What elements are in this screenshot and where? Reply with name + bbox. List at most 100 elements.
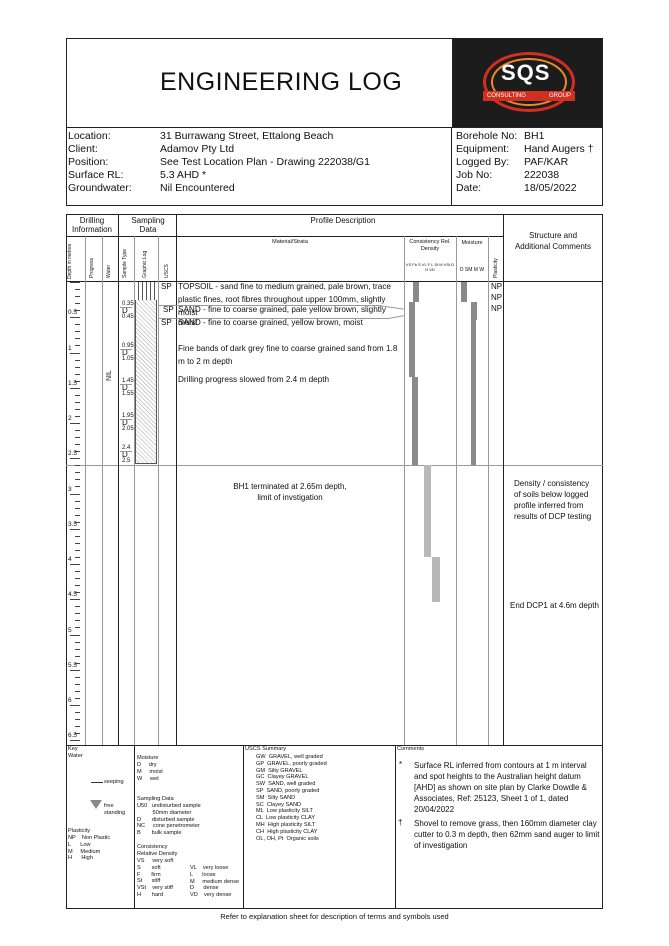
sample-type: D bbox=[122, 418, 128, 428]
depth-tick bbox=[75, 683, 80, 685]
depth-tick bbox=[75, 380, 80, 382]
plasticity-value: NP bbox=[491, 293, 503, 302]
header-box bbox=[66, 38, 603, 206]
depth-label: 1.5 bbox=[68, 379, 78, 387]
sample-type: D bbox=[122, 383, 128, 393]
comment-1-mark: * bbox=[399, 760, 403, 769]
depth-tick bbox=[70, 669, 80, 671]
dcp-bar bbox=[424, 465, 431, 557]
cons-codes: VS Fb S VL F L St M VSt D H VD bbox=[405, 262, 455, 272]
info-right-label: Equipment: bbox=[456, 143, 510, 155]
depth-tick bbox=[75, 486, 80, 488]
depth-tick bbox=[75, 373, 80, 375]
depth-tick bbox=[70, 599, 80, 601]
info-right-value: BH1 bbox=[524, 130, 545, 142]
depth-tick bbox=[75, 697, 80, 699]
key-free: free bbox=[104, 803, 114, 809]
depth-tick bbox=[75, 401, 80, 403]
strata-description: SAND - fine to coarse grained, yellow br… bbox=[178, 318, 363, 327]
depth-label: 2 bbox=[68, 415, 72, 422]
depth-tick bbox=[75, 571, 80, 573]
key-comments-title: Comments bbox=[397, 746, 425, 752]
info-right-label: Borehole No: bbox=[456, 130, 518, 142]
col-graphic: Graphic Log bbox=[142, 250, 148, 278]
depth-tick bbox=[70, 493, 80, 495]
depth-tick bbox=[75, 648, 80, 650]
standing-water-icon bbox=[90, 800, 102, 809]
depth-tick bbox=[75, 521, 80, 523]
depth-tick bbox=[75, 444, 80, 446]
plasticity-value: NP bbox=[491, 304, 503, 313]
logo-left: CONSULTING bbox=[487, 93, 526, 99]
depth-tick bbox=[75, 641, 80, 643]
sample-bottom: 0.45 bbox=[122, 313, 134, 320]
sample-top: 0.35 bbox=[122, 300, 134, 307]
depth-tick bbox=[75, 592, 80, 594]
depth-tick bbox=[75, 451, 80, 453]
col-structure: Structure and Additional Comments bbox=[514, 231, 592, 251]
depth-tick bbox=[75, 655, 80, 657]
depth-tick bbox=[75, 507, 80, 509]
depth-tick bbox=[75, 408, 80, 410]
col-material: Material/Strata bbox=[272, 239, 308, 245]
sample-type: D bbox=[122, 347, 128, 357]
depth-tick bbox=[75, 465, 80, 467]
depth-tick bbox=[75, 690, 80, 692]
depth-tick bbox=[75, 578, 80, 580]
depth-tick bbox=[75, 345, 80, 347]
depth-tick bbox=[75, 585, 80, 587]
depth-label: 5.5 bbox=[68, 661, 78, 669]
depth-tick bbox=[70, 528, 80, 530]
sample-marker bbox=[120, 419, 132, 421]
info-left-value: 31 Burrawang Street, Ettalong Beach bbox=[160, 130, 334, 142]
sample-type: D bbox=[122, 450, 128, 460]
depth-tick bbox=[75, 296, 80, 298]
depth-tick bbox=[70, 423, 80, 424]
sample-bottom: 1.55 bbox=[122, 391, 134, 398]
depth-tick bbox=[75, 627, 80, 629]
depth-tick bbox=[75, 366, 80, 368]
key-uscs: GW GRAVEL, well graded GP GRAVEL, poorly… bbox=[256, 754, 327, 842]
key-consistency-title: Consistency bbox=[137, 844, 168, 850]
col-water: Water bbox=[106, 264, 112, 278]
page-title: ENGINEERING LOG bbox=[160, 68, 403, 96]
depth-tick bbox=[70, 317, 80, 319]
moist-codes: D SM M W bbox=[459, 267, 485, 273]
info-left-value: See Test Location Plan - Drawing 222038/… bbox=[160, 156, 370, 168]
water-nil: NIL bbox=[105, 370, 113, 381]
sample-top: 2.4 bbox=[122, 445, 131, 452]
info-right-value: 18/05/2022 bbox=[524, 182, 577, 194]
comment-end-dcp: End DCP1 at 4.6m depth bbox=[510, 601, 599, 610]
company-logo: SQS CONSULTING GROUP bbox=[452, 38, 602, 127]
depth-tick bbox=[70, 458, 80, 460]
sample-type: D bbox=[122, 305, 128, 315]
sample-bottom: 2.05 bbox=[122, 426, 134, 433]
key-title: Key bbox=[68, 746, 78, 752]
depth-tick bbox=[70, 705, 80, 706]
moisture-bar bbox=[461, 282, 467, 302]
col-sample-type: Sample Type bbox=[122, 248, 128, 278]
depth-tick bbox=[75, 676, 80, 678]
logo-text: SQS bbox=[501, 60, 551, 85]
info-left-label: Surface RL: bbox=[68, 169, 124, 181]
depth-label: 1 bbox=[68, 344, 72, 352]
depth-tick bbox=[75, 542, 80, 544]
sample-bottom: 2.5 bbox=[122, 458, 131, 465]
depth-tick bbox=[75, 338, 80, 340]
depth-tick bbox=[75, 324, 80, 326]
sample-bottom: 1.05 bbox=[122, 355, 134, 362]
seeping-icon bbox=[91, 782, 103, 783]
depth-tick bbox=[75, 549, 80, 551]
key-water: Water bbox=[68, 753, 83, 759]
footer-note: Refer to explanation sheet for descripti… bbox=[220, 912, 449, 921]
depth-tick bbox=[75, 303, 80, 305]
depth-tick bbox=[75, 472, 80, 474]
sample-marker bbox=[120, 306, 132, 308]
key-consistency: VS very soft S soft F firm St stiff VSt … bbox=[137, 858, 174, 898]
key-relative-title: Relative Density bbox=[137, 851, 178, 857]
log-table bbox=[66, 214, 603, 909]
depth-label: 4.5 bbox=[68, 591, 78, 599]
depth-tick bbox=[75, 726, 80, 728]
depth-tick bbox=[75, 430, 80, 432]
logo-right: GROUP bbox=[548, 93, 571, 99]
